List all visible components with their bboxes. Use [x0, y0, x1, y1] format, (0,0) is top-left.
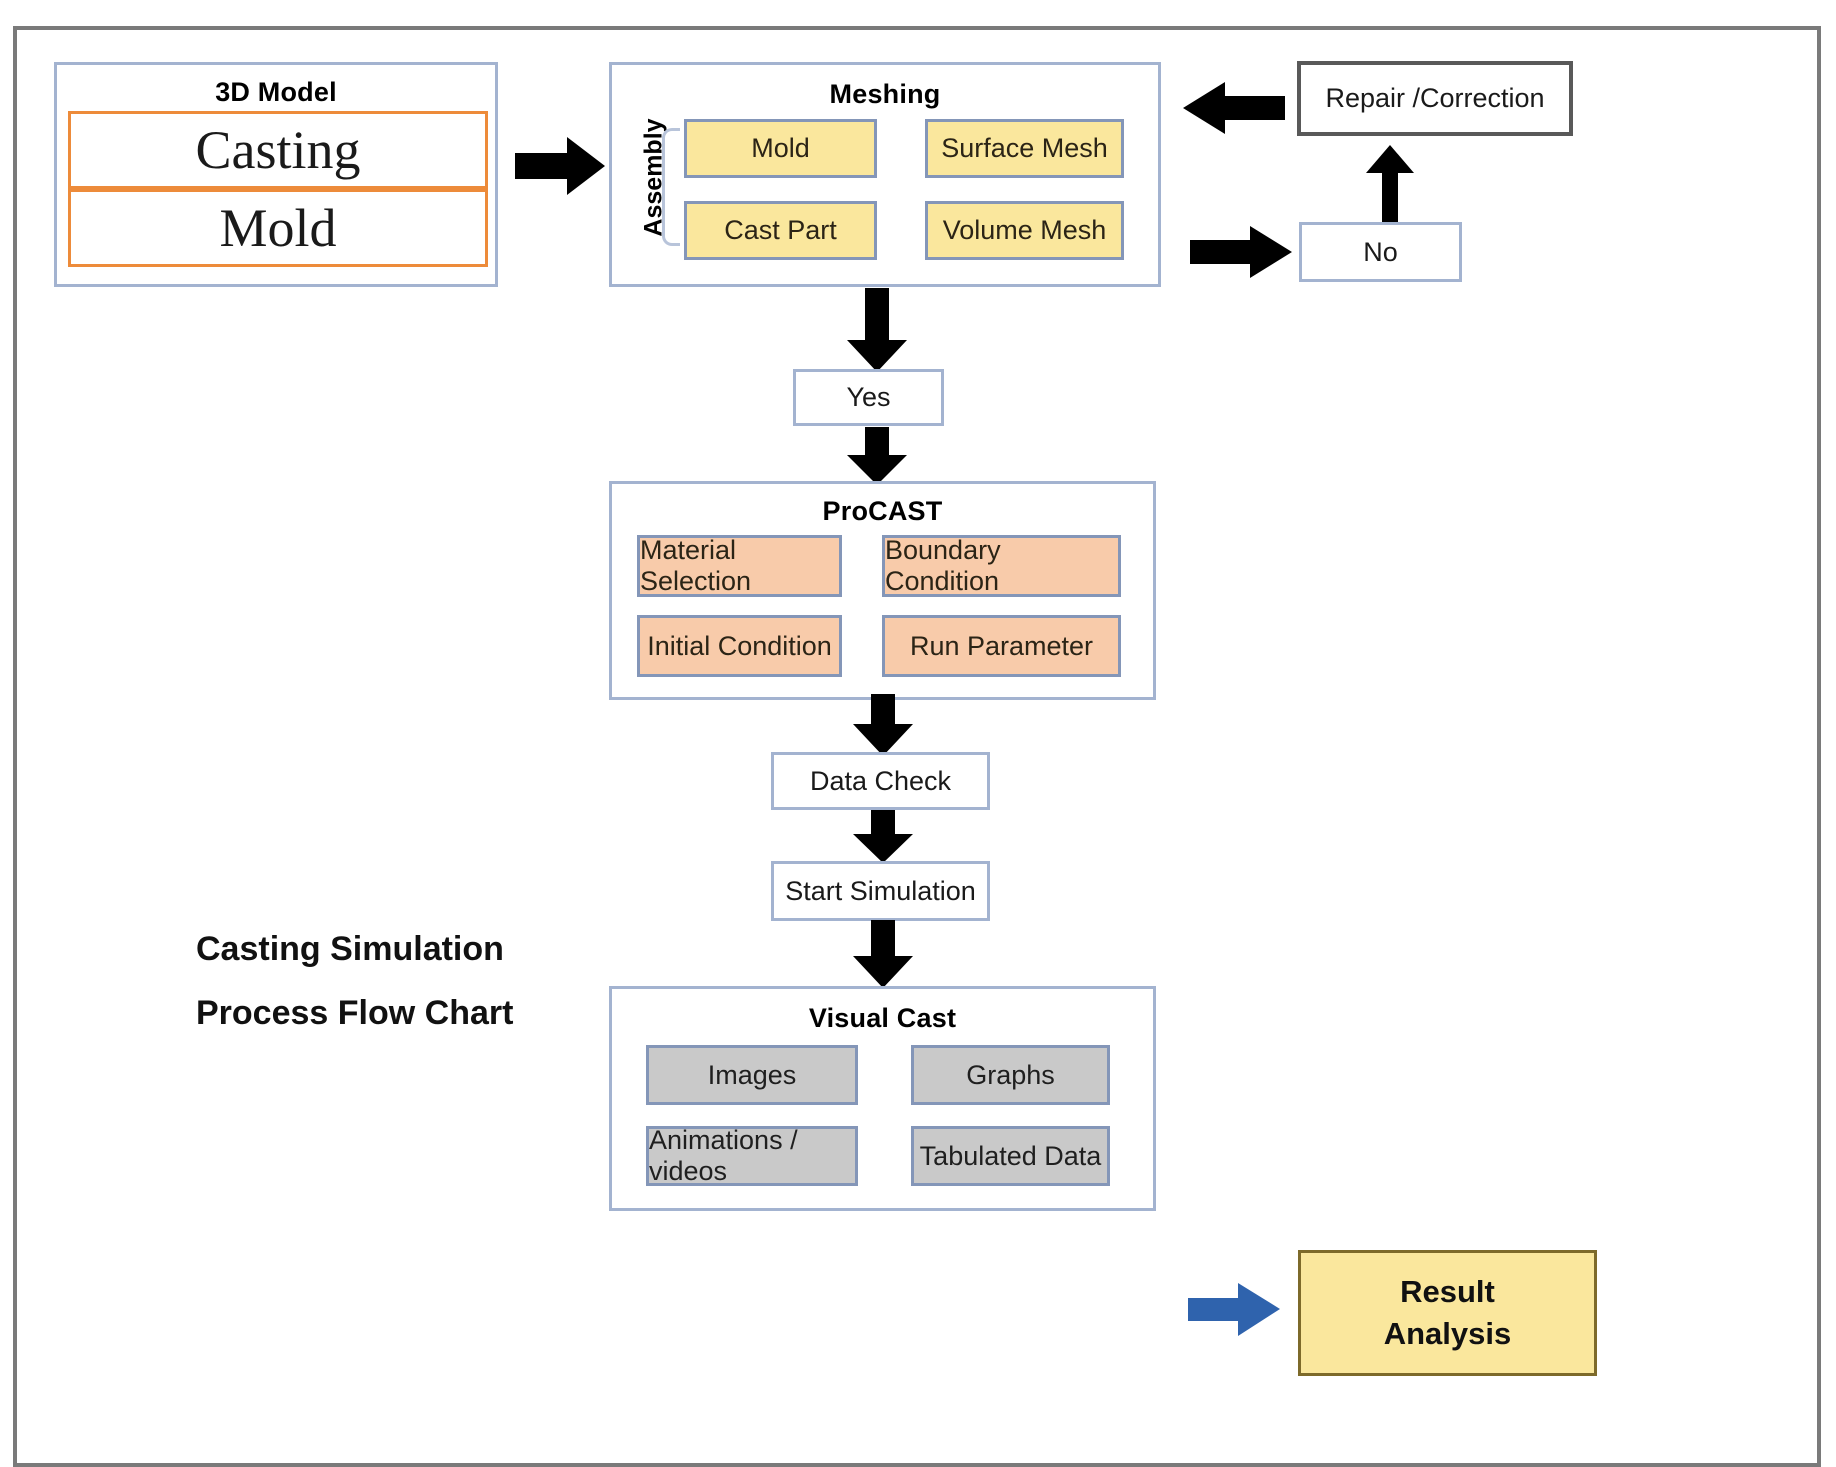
no-box[interactable]: No — [1299, 222, 1462, 282]
visualcast-item-tabulated-data-label: Tabulated Data — [919, 1140, 1102, 1171]
arrow-repair-to-meshing — [1183, 80, 1285, 136]
visualcast-item-tabulated-data[interactable]: Tabulated Data — [911, 1126, 1110, 1186]
model-item-mold[interactable]: Mold — [68, 189, 488, 267]
arrow-start-simulation-to-visual-cast — [851, 920, 915, 988]
visualcast-item-graphs-label: Graphs — [966, 1059, 1055, 1090]
yes-label: Yes — [846, 382, 891, 412]
result-analysis-line1: Result — [1400, 1274, 1495, 1310]
arrow-visual-cast-to-result — [1188, 1281, 1280, 1338]
group-procast-title: ProCAST — [822, 496, 943, 526]
group-3d-model-title: 3D Model — [215, 77, 337, 107]
meshing-item-mold-label: Mold — [751, 133, 810, 163]
procast-item-boundary-condition-label: Boundary Condition — [885, 535, 1001, 596]
data-check-box[interactable]: Data Check — [771, 752, 990, 810]
arrow-yes-to-procast — [845, 427, 909, 485]
model-item-casting-label: Casting — [195, 120, 361, 180]
arrow-meshing-to-yes — [845, 288, 909, 372]
headline-line-2: Process Flow Chart — [196, 994, 514, 1032]
data-check-label: Data Check — [809, 765, 952, 796]
procast-item-material-selection[interactable]: Material Selection — [637, 535, 842, 597]
visualcast-item-animations-videos-label: Animations / videos — [649, 1125, 798, 1186]
model-item-mold-label: Mold — [219, 198, 337, 258]
arrow-procast-to-data-check — [851, 694, 915, 756]
arrow-no-to-repair — [1362, 145, 1418, 223]
procast-item-material-selection-label: Material Selection — [640, 535, 752, 596]
visualcast-item-images[interactable]: Images — [646, 1045, 858, 1105]
repair-correction-box[interactable]: Repair /Correction — [1297, 61, 1573, 136]
procast-item-initial-condition-label: Initial Condition — [647, 630, 832, 661]
visualcast-item-animations-videos[interactable]: Animations / videos — [646, 1125, 858, 1186]
repair-correction-label: Repair /Correction — [1325, 83, 1545, 113]
result-analysis-line2: Analysis — [1383, 1316, 1512, 1351]
procast-item-boundary-condition[interactable]: Boundary Condition — [882, 535, 1121, 597]
group-visual-cast-title: Visual Cast — [808, 1003, 957, 1033]
arrow-data-check-to-start-simulation — [851, 810, 915, 863]
procast-item-run-parameter-label: Run Parameter — [909, 630, 1094, 661]
meshing-item-cast-part[interactable]: Cast Part — [684, 201, 877, 260]
meshing-item-mold[interactable]: Mold — [684, 119, 877, 178]
diagram-outer-frame — [13, 26, 1821, 1467]
procast-item-run-parameter[interactable]: Run Parameter — [882, 615, 1121, 677]
arrow-meshing-to-no — [1190, 224, 1292, 280]
model-item-casting[interactable]: Casting — [68, 111, 488, 189]
assembly-brace — [662, 128, 680, 246]
group-meshing-title: Meshing — [829, 79, 941, 109]
procast-item-initial-condition[interactable]: Initial Condition — [637, 615, 842, 677]
meshing-item-surface-mesh[interactable]: Surface Mesh — [925, 119, 1124, 178]
headline-line-1: Casting Simulation — [196, 930, 504, 968]
yes-box[interactable]: Yes — [793, 369, 944, 426]
meshing-item-volume-mesh-label: Volume Mesh — [942, 215, 1107, 245]
meshing-item-surface-mesh-label: Surface Mesh — [941, 133, 1108, 163]
meshing-item-cast-part-label: Cast Part — [724, 215, 837, 245]
start-simulation-label: Start Simulation — [785, 875, 976, 906]
visualcast-item-images-label: Images — [707, 1059, 797, 1090]
start-simulation-box[interactable]: Start Simulation — [771, 861, 990, 921]
meshing-item-volume-mesh[interactable]: Volume Mesh — [925, 201, 1124, 260]
result-analysis-box[interactable]: Result Analysis — [1298, 1250, 1597, 1376]
visualcast-item-graphs[interactable]: Graphs — [911, 1045, 1110, 1105]
no-label: No — [1363, 236, 1398, 267]
arrow-model-to-meshing — [515, 133, 605, 199]
